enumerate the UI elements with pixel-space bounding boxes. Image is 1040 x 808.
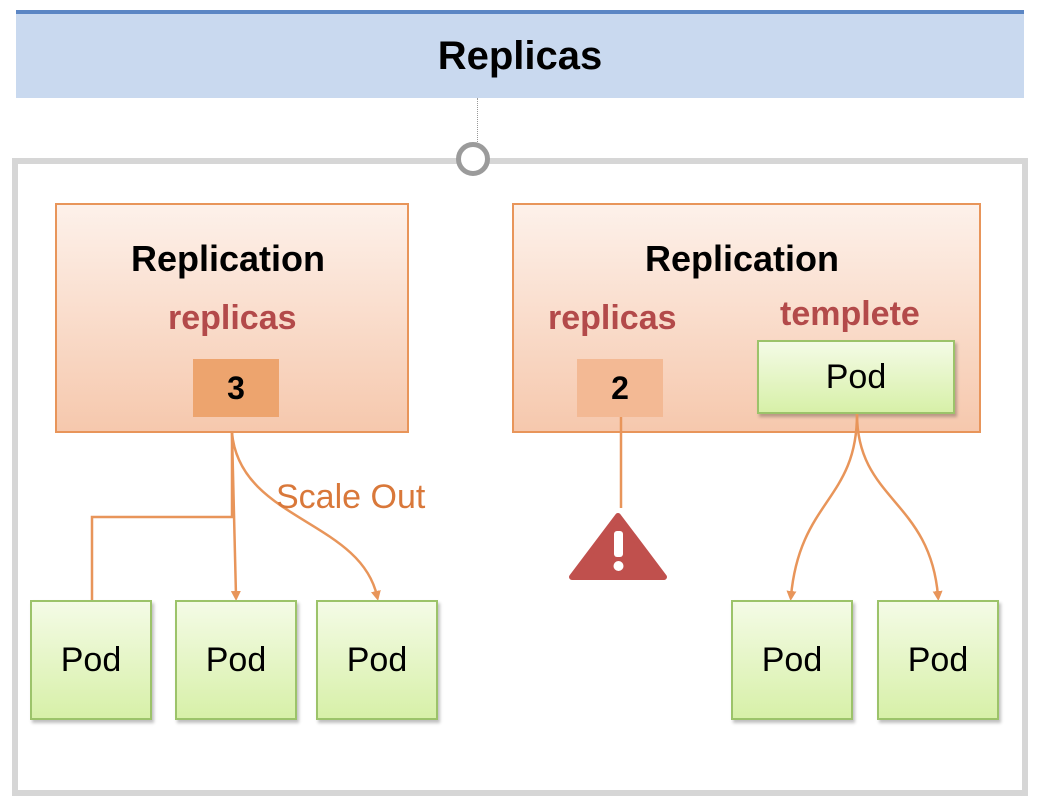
right-pod-1: Pod (731, 600, 853, 720)
title-connector-line (477, 98, 478, 146)
left-connector-pod-3 (230, 432, 381, 601)
right-pod-2: Pod (877, 600, 999, 720)
right-replicas-label: replicas (548, 299, 677, 337)
frame-connector-knob (456, 142, 490, 176)
left-connector-pod-2 (230, 432, 241, 601)
left-pod-2: Pod (175, 600, 297, 720)
right-template-label: templete (780, 295, 920, 333)
warning-triangle-icon (569, 513, 667, 580)
template-connector-pod-1 (786, 413, 859, 601)
left-pod-3: Pod (316, 600, 438, 720)
right-replication-title: Replication (645, 238, 840, 279)
page-title: Replicas (437, 33, 603, 78)
right-replicas-value: 2 (577, 359, 663, 417)
left-replication-title: Replication (131, 238, 326, 279)
left-replicas-label: replicas (168, 299, 297, 337)
template-connector-pod-2 (855, 413, 943, 601)
scale-out-label: Scale Out (276, 478, 426, 516)
left-replicas-value: 3 (193, 359, 279, 417)
title-bar: Replicas (16, 10, 1024, 98)
left-pod-1: Pod (30, 600, 152, 720)
left-connector-pod-1 (90, 433, 234, 600)
template-pod: Pod (757, 340, 955, 414)
